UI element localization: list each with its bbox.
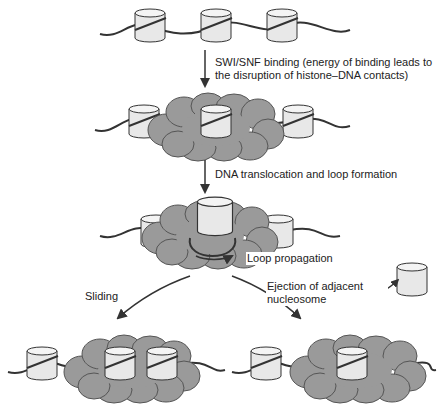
step-label: Sliding — [84, 290, 119, 303]
step-label: DNA translocation and loop formation — [214, 168, 398, 181]
step-label: Ejection of adjacent nucleosome — [266, 280, 388, 306]
step-label: Loop propagation — [246, 252, 334, 265]
step-label: SWI/SNF binding (energy of binding leads… — [214, 56, 434, 82]
